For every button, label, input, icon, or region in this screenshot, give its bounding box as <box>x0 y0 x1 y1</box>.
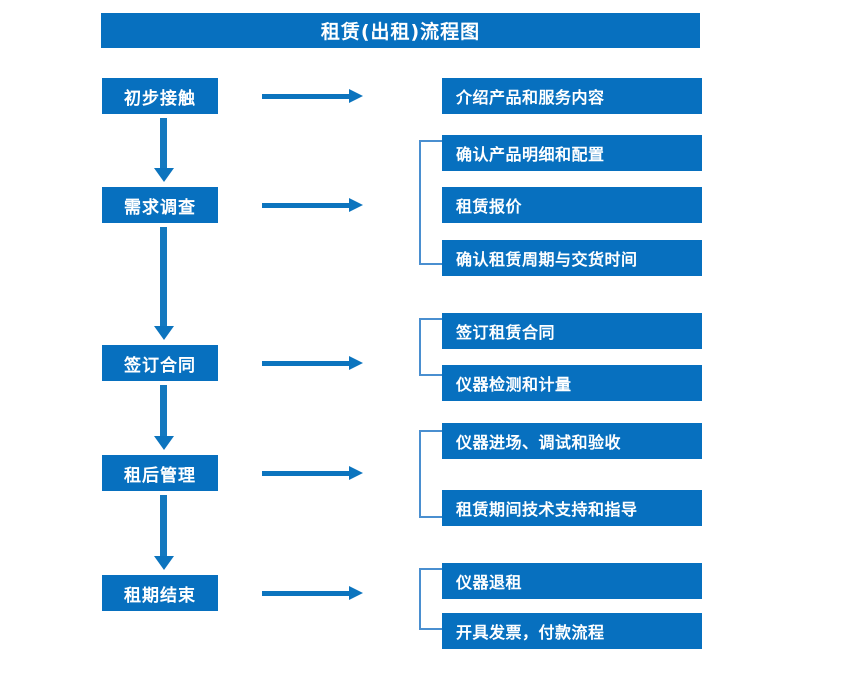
horizontal-arrow-2 <box>262 198 363 212</box>
detail-box-sign-rental-contract[interactable]: 签订租赁合同 <box>442 313 702 349</box>
detail-box-invoice-payment[interactable]: 开具发票，付款流程 <box>442 613 702 649</box>
stage-box-sign-contract[interactable]: 签订合同 <box>102 345 218 381</box>
vertical-arrow-2 <box>154 227 174 340</box>
horizontal-arrow-4 <box>262 466 363 480</box>
vertical-arrow-4 <box>154 495 174 570</box>
group-bracket-requirements <box>419 140 442 265</box>
horizontal-arrow-5 <box>262 586 363 600</box>
stage-box-post-lease-management[interactable]: 租后管理 <box>102 455 218 491</box>
group-bracket-contract <box>419 318 442 376</box>
detail-box-instrument-inspection[interactable]: 仪器检测和计量 <box>442 365 702 401</box>
detail-box-technical-support[interactable]: 租赁期间技术支持和指导 <box>442 490 702 526</box>
stage-box-initial-contact[interactable]: 初步接触 <box>102 78 218 114</box>
detail-box-rental-quote[interactable]: 租赁报价 <box>442 187 702 223</box>
flowchart-title: 租赁(出租)流程图 <box>101 13 700 48</box>
detail-box-confirm-product-spec[interactable]: 确认产品明细和配置 <box>442 135 702 171</box>
horizontal-arrow-1 <box>262 89 363 103</box>
vertical-arrow-1 <box>154 118 174 182</box>
group-bracket-management <box>419 430 442 518</box>
detail-box-confirm-period-delivery[interactable]: 确认租赁周期与交货时间 <box>442 240 702 276</box>
stage-box-lease-end[interactable]: 租期结束 <box>102 575 218 611</box>
group-bracket-endlease <box>419 568 442 630</box>
detail-box-instrument-return[interactable]: 仪器退租 <box>442 563 702 599</box>
detail-box-introduce-products[interactable]: 介绍产品和服务内容 <box>442 78 702 114</box>
vertical-arrow-3 <box>154 385 174 450</box>
detail-box-instrument-onsite-commissioning[interactable]: 仪器进场、调试和验收 <box>442 423 702 459</box>
horizontal-arrow-3 <box>262 356 363 370</box>
stage-box-requirement-survey[interactable]: 需求调查 <box>102 187 218 223</box>
